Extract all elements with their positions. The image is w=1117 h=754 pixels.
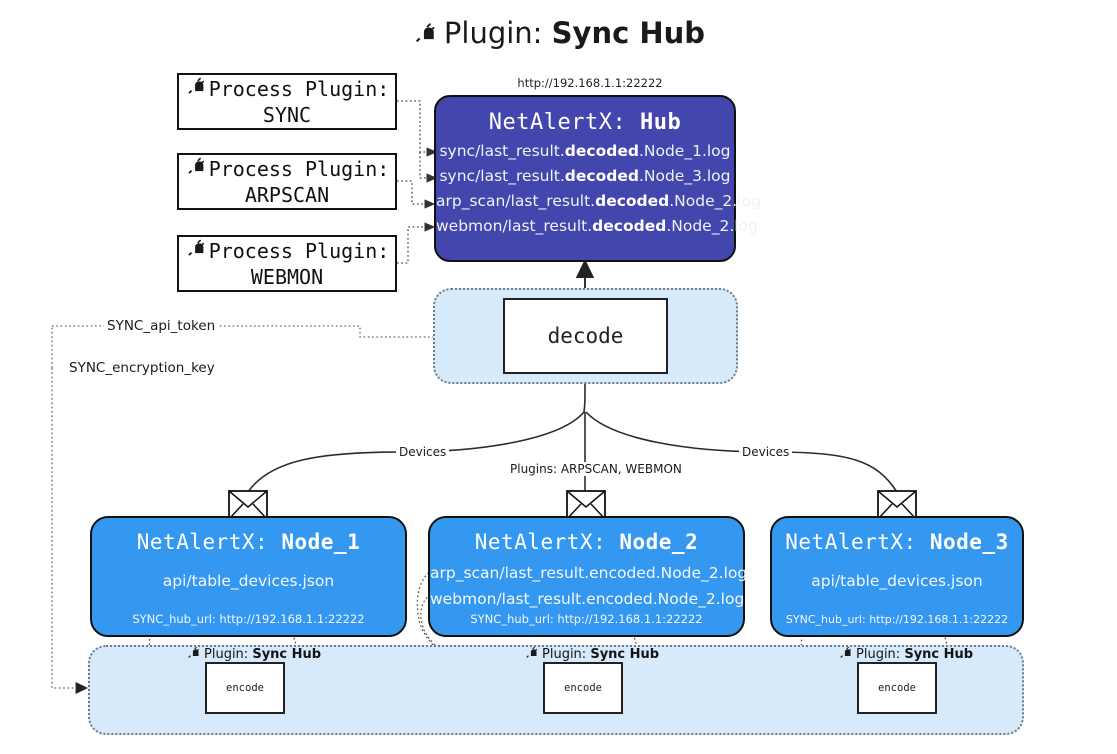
node-line: arp_scan/last_result.encoded.Node_2.log — [430, 564, 748, 582]
node-line: api/table_devices.json — [162, 572, 335, 590]
process-plugin-label: Process Plugin: — [208, 76, 390, 101]
node-title-name: Node_3 — [929, 530, 1009, 554]
plug-icon — [185, 155, 207, 183]
plug-icon — [186, 645, 201, 664]
decode-box[interactable]: decode — [503, 298, 668, 374]
process-plugin-arpscan[interactable]: Process Plugin: ARPSCAN — [177, 153, 397, 210]
node-box-2[interactable]: NetAlertX: Node_2 arp_scan/last_result.e… — [428, 516, 748, 637]
encoder-caption-name: Sync Hub — [590, 647, 660, 662]
encoder-caption-3: Plugin: Sync Hub — [838, 645, 973, 664]
encoder-caption-1: Plugin: Sync Hub — [186, 645, 321, 664]
hub-title-prefix: NetAlertX: — [488, 110, 627, 135]
process-plugin-label: Process Plugin: — [208, 238, 390, 263]
node-title: NetAlertX: Node_2 — [430, 530, 743, 554]
process-plugin-value: SYNC — [262, 103, 312, 127]
hub-url-label: http://192.168.1.1:22222 — [517, 76, 663, 90]
node-hub-url: SYNC_hub_url: http://192.168.1.1:22222 — [132, 612, 365, 626]
encoder-caption-2: Plugin: Sync Hub — [524, 645, 659, 664]
hub-log-line: sync/last_result.decoded.Node_1.log — [439, 142, 731, 160]
hub-log-line: sync/last_result.decoded.Node_3.log — [439, 167, 731, 185]
plug-icon — [838, 645, 853, 664]
page-title: Plugin: Sync Hub — [0, 16, 1117, 53]
process-plugin-value: ARPSCAN — [244, 183, 330, 207]
process-plugin-value: WEBMON — [250, 265, 324, 289]
plug-icon — [185, 237, 207, 265]
node-title-prefix: NetAlertX: — [136, 530, 269, 554]
devices-label-left: Devices — [396, 445, 450, 459]
encode-box-1[interactable]: encode — [205, 662, 285, 714]
title-name: Sync Hub — [551, 16, 706, 50]
encode-box-2[interactable]: encode — [543, 662, 623, 714]
plug-icon — [185, 75, 207, 103]
decode-label: decode — [547, 324, 624, 348]
hub-title: NetAlertX: Hub — [436, 110, 734, 135]
encoder-caption-prefix: Plugin: — [542, 647, 587, 662]
devices-label-right: Devices — [739, 445, 793, 459]
sync-encryption-key-label: SYNC_encryption_key — [66, 360, 218, 376]
process-plugin-label: Process Plugin: — [208, 156, 390, 181]
plug-icon — [412, 19, 438, 53]
hub-box[interactable]: NetAlertX: Hub sync/last_result.decoded.… — [434, 95, 761, 262]
encode-label: encode — [226, 682, 264, 694]
plugins-label-middle: Plugins: ARPSCAN, WEBMON — [507, 462, 685, 476]
encoder-caption-name: Sync Hub — [252, 647, 322, 662]
hub-log-line: arp_scan/last_result.decoded.Node_2.log — [436, 192, 761, 210]
node-hub-url: SYNC_hub_url: http://192.168.1.1:22222 — [785, 613, 1009, 626]
node-box-1[interactable]: NetAlertX: Node_1 api/table_devices.json… — [90, 516, 407, 637]
process-plugin-webmon[interactable]: Process Plugin: WEBMON — [177, 235, 397, 292]
encode-box-3[interactable]: encode — [857, 662, 937, 714]
node-title: NetAlertX: Node_3 — [772, 530, 1022, 554]
encode-label: encode — [564, 682, 602, 694]
process-plugin-sync[interactable]: Process Plugin: SYNC — [177, 73, 397, 130]
node-title-prefix: NetAlertX: — [785, 530, 917, 554]
encode-label: encode — [878, 682, 916, 694]
sync-api-token-label: SYNC_api_token — [104, 318, 219, 334]
hub-log-line: webmon/last_result.decoded.Node_2.log — [436, 217, 758, 235]
node-title-name: Node_1 — [281, 530, 361, 554]
hub-title-name: Hub — [639, 110, 682, 135]
node-line: webmon/last_result.encoded.Node_2.log — [430, 590, 745, 608]
plug-icon — [524, 645, 539, 664]
node-title-name: Node_2 — [619, 530, 699, 554]
node-title: NetAlertX: Node_1 — [92, 530, 405, 554]
encoder-caption-prefix: Plugin: — [204, 647, 249, 662]
node-box-3[interactable]: NetAlertX: Node_3 api/table_devices.json… — [770, 516, 1024, 637]
envelope-icon — [566, 490, 606, 520]
title-prefix: Plugin: — [443, 16, 543, 50]
encoder-caption-prefix: Plugin: — [856, 647, 901, 662]
encoder-caption-name: Sync Hub — [904, 647, 974, 662]
node-line: api/table_devices.json — [811, 572, 983, 590]
node-title-prefix: NetAlertX: — [474, 530, 607, 554]
node-hub-url: SYNC_hub_url: http://192.168.1.1:22222 — [470, 612, 703, 626]
